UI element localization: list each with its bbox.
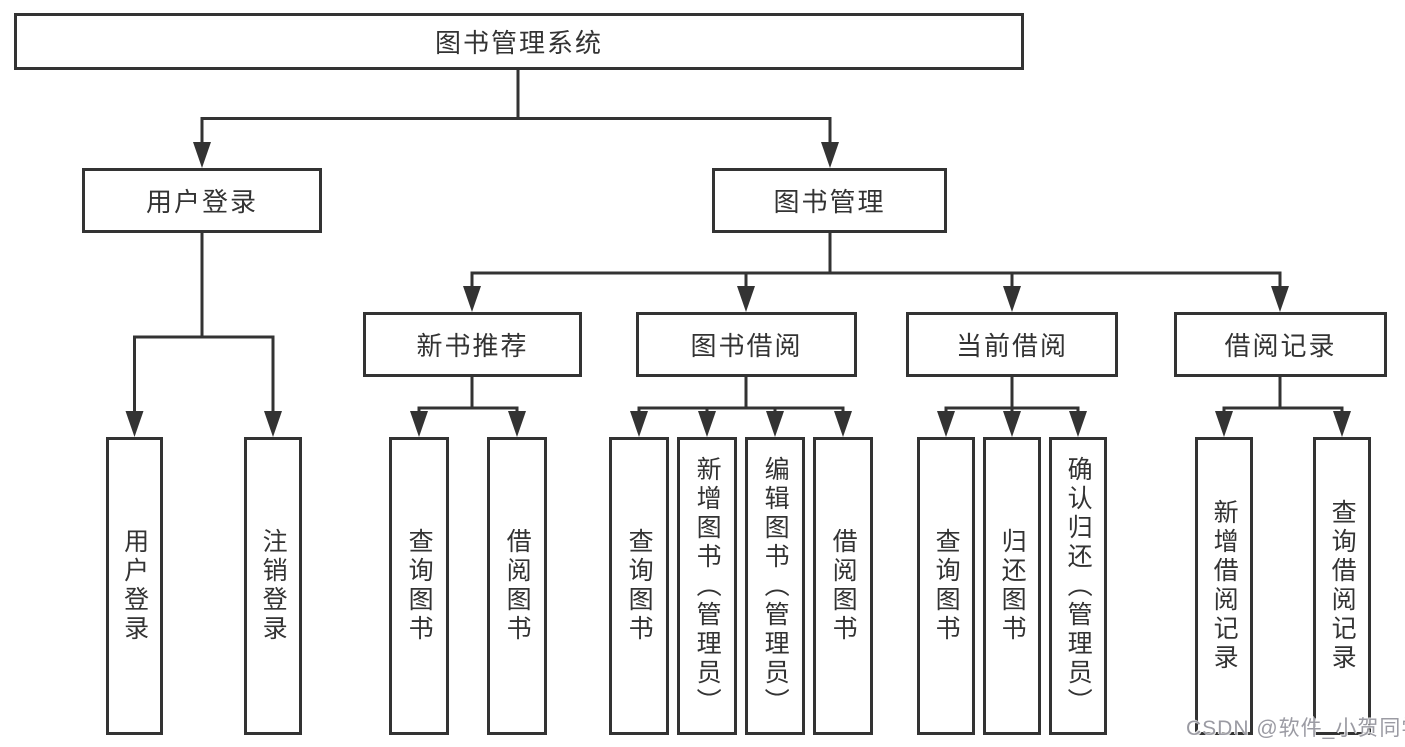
leaf-query-borrow-record: 查询借阅记录 [1313, 437, 1371, 735]
arrowheads [125, 142, 1351, 437]
leaf-add-borrow-record: 新增借阅记录 [1195, 437, 1253, 735]
leaf-user-login: 用户登录 [106, 437, 163, 735]
leaf-label: 归还图书 [998, 528, 1027, 644]
node-label: 当前借阅 [955, 331, 1068, 361]
leaf-confirm-return-admin: 确认归还（管理员） [1049, 437, 1107, 735]
leaf-query-book-current: 查询图书 [917, 437, 975, 735]
node-label: 新书推荐 [416, 331, 529, 361]
node-book-management: 图书管理 [712, 168, 947, 233]
leaf-label: 查询图书 [625, 528, 654, 644]
leaf-label: 查询借阅记录 [1328, 499, 1357, 673]
leaf-label: 注销登录 [259, 528, 288, 644]
node-new-book-recommend: 新书推荐 [363, 312, 582, 377]
leaf-edit-book-admin: 编辑图书（管理员） [745, 437, 805, 735]
csdn-watermark: CSDN @软件_小贺同学 [1186, 717, 1405, 740]
leaf-add-book-admin: 新增图书（管理员） [677, 437, 737, 735]
leaf-logout-login: 注销登录 [244, 437, 302, 735]
node-user-login: 用户登录 [82, 168, 322, 233]
node-borrow-records: 借阅记录 [1174, 312, 1387, 377]
leaf-borrow-book: 借阅图书 [813, 437, 873, 735]
leaf-label: 查询图书 [405, 528, 434, 644]
node-label: 图书借阅 [690, 331, 803, 361]
leaf-label: 新增图书（管理员） [693, 455, 722, 717]
leaf-return-book: 归还图书 [983, 437, 1041, 735]
leaf-label: 借阅图书 [503, 528, 532, 644]
node-book-borrow: 图书借阅 [636, 312, 857, 377]
node-label: 借阅记录 [1224, 331, 1337, 361]
node-label: 图书管理系统 [434, 28, 603, 58]
leaf-borrow-book-recommend: 借阅图书 [487, 437, 547, 735]
leaf-label: 新增借阅记录 [1210, 499, 1239, 673]
leaf-label: 确认归还（管理员） [1064, 455, 1093, 717]
leaf-query-book-recommend: 查询图书 [389, 437, 449, 735]
leaf-label: 查询图书 [932, 528, 961, 644]
node-library-management-system: 图书管理系统 [14, 13, 1024, 70]
leaf-label: 借阅图书 [829, 528, 858, 644]
leaf-label: 用户登录 [120, 528, 149, 644]
node-label: 图书管理 [773, 187, 886, 217]
node-current-borrow: 当前借阅 [906, 312, 1118, 377]
node-label: 用户登录 [145, 187, 258, 217]
leaf-label: 编辑图书（管理员） [761, 455, 790, 717]
leaf-query-book-borrow: 查询图书 [609, 437, 669, 735]
